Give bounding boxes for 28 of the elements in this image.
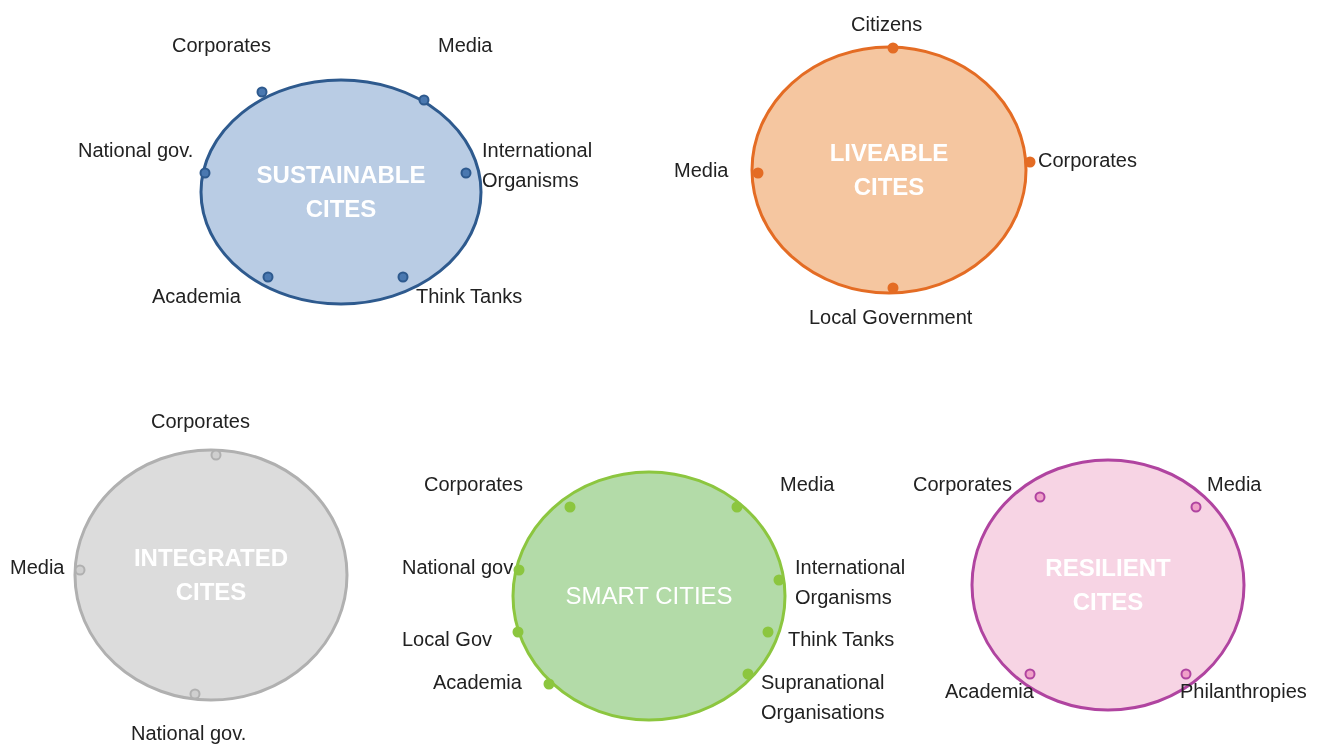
- actor-label: Media: [10, 555, 65, 580]
- actor-label: National gov.: [78, 138, 194, 163]
- actor-label: International Organisms: [482, 138, 594, 193]
- actor-label: Academia: [945, 679, 1034, 704]
- actor-label: Media: [780, 472, 835, 497]
- actor-label: Local Government: [809, 305, 973, 330]
- actor-label: Academia: [152, 284, 241, 309]
- actor-label: Corporates: [424, 472, 523, 497]
- actor-label: Think Tanks: [416, 284, 523, 309]
- actor-label: Think Tanks: [788, 627, 895, 652]
- actor-label: National gov: [402, 555, 514, 580]
- actor-label: Corporates: [1038, 148, 1137, 173]
- category-title: SUSTAINABLE CITES: [255, 160, 427, 224]
- actor-label: Academia: [433, 670, 522, 695]
- actor-label: Media: [674, 158, 729, 183]
- actor-label: Philanthropies: [1180, 679, 1307, 704]
- actor-label: Corporates: [172, 33, 271, 58]
- actor-label: Media: [438, 33, 493, 58]
- actor-label: Supranational Organisations: [761, 670, 886, 725]
- actor-label: Media: [1207, 472, 1262, 497]
- actor-label: National gov.: [131, 721, 247, 744]
- category-title: LIVEABLE CITES: [828, 138, 950, 202]
- category-title: SMART CITIES: [564, 581, 734, 611]
- actor-label: Corporates: [151, 409, 250, 434]
- actor-label: International Organisms: [795, 555, 907, 610]
- actor-label: Corporates: [913, 472, 1012, 497]
- actor-label: Local Gov: [402, 627, 493, 652]
- actor-label: Citizens: [851, 12, 923, 37]
